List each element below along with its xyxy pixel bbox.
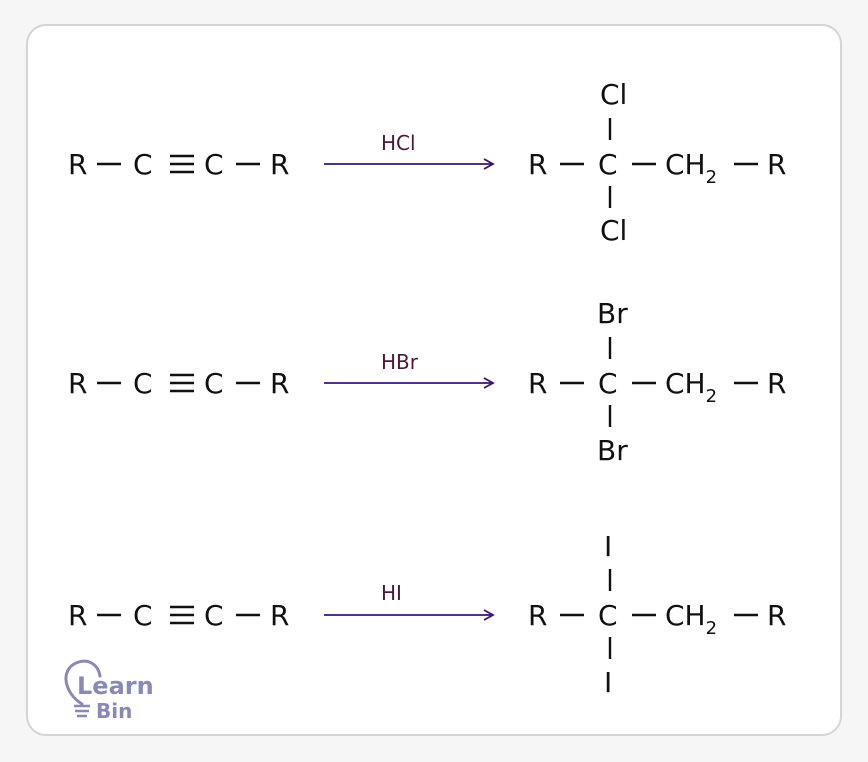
diagram-card	[26, 24, 842, 736]
product-r-right: R	[767, 367, 786, 400]
reactant-carbon-1: C	[133, 599, 153, 632]
product-r-left: R	[528, 599, 547, 632]
product-r-left: R	[528, 367, 547, 400]
reactant-r-left: R	[68, 599, 87, 632]
product-dihalide: R C CH2 R Br Br	[528, 297, 786, 467]
reactant-carbon-2: C	[204, 599, 224, 632]
product-ch2: CH2	[665, 599, 717, 639]
reactant-alkyne: R C C R	[68, 148, 289, 181]
substituent-top: Br	[597, 297, 628, 330]
product-r-left: R	[528, 148, 547, 181]
reaction-hbr: R C C R HBr R C CH2 R Br Br	[68, 297, 786, 467]
reactant-r-left: R	[68, 148, 87, 181]
reactant-carbon-1: C	[133, 148, 153, 181]
product-dihalide: R C CH2 R I I	[528, 530, 786, 699]
reagent-label: HBr	[381, 350, 419, 374]
reactant-r-right: R	[270, 599, 289, 632]
product-r-right: R	[767, 148, 786, 181]
substituent-bottom: Br	[597, 434, 628, 467]
product-ch2: CH2	[665, 148, 717, 188]
reagent-label: HCl	[381, 131, 416, 155]
reagent-label: HI	[381, 581, 402, 605]
reactant-carbon-1: C	[133, 367, 153, 400]
product-ch2: CH2	[665, 367, 717, 407]
product-carbon: C	[598, 367, 618, 400]
learnbin-logo: Learn Bin	[64, 659, 154, 723]
reactant-r-right: R	[270, 148, 289, 181]
substituent-top: I	[604, 530, 612, 563]
reactant-r-left: R	[68, 367, 87, 400]
product-carbon: C	[598, 148, 618, 181]
product-r-right: R	[767, 599, 786, 632]
substituent-bottom: I	[604, 666, 612, 699]
reaction-hi: R C C R HI R C CH2 R I I	[68, 530, 786, 699]
reaction-hcl: R C C R HCl R C CH2 R Cl Cl	[68, 78, 786, 247]
reactant-alkyne: R C C R	[68, 367, 289, 400]
logo-text-bin: Bin	[96, 699, 132, 723]
product-dihalide: R C CH2 R Cl Cl	[528, 78, 786, 247]
lightbulb-icon	[64, 659, 102, 718]
reactant-carbon-2: C	[204, 148, 224, 181]
reactant-r-right: R	[270, 367, 289, 400]
substituent-bottom: Cl	[600, 214, 627, 247]
reactant-alkyne: R C C R	[68, 599, 289, 632]
reactant-carbon-2: C	[204, 367, 224, 400]
logo-text-learn: Learn	[77, 672, 154, 700]
substituent-top: Cl	[600, 78, 627, 111]
product-carbon: C	[598, 599, 618, 632]
